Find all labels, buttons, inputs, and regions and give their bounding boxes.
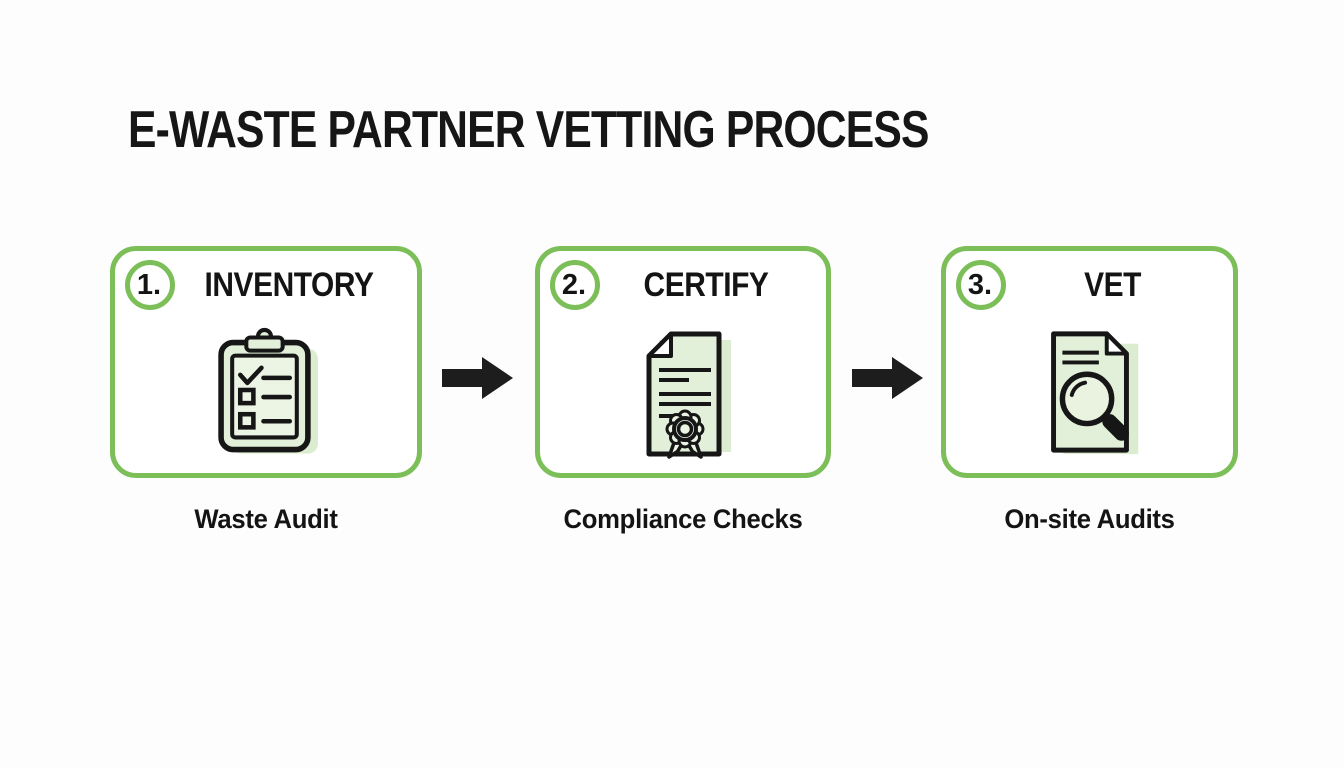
step-card-vet: 3. VET — [941, 246, 1238, 478]
step-1-number-badge: 1. — [125, 260, 175, 310]
page-title: E-WASTE PARTNER VETTING PROCESS — [128, 101, 929, 159]
step-3-header: 3. VET — [946, 251, 1233, 310]
step-card-certify: 2. CERTIFY — [535, 246, 831, 478]
step-1-header: 1. INVENTORY — [115, 251, 417, 310]
step-3-caption: On-site Audits — [1004, 504, 1175, 534]
step-2-title: CERTIFY — [643, 265, 769, 304]
clipboard-checklist-icon — [115, 326, 417, 456]
step-2-caption: Compliance Checks — [563, 504, 803, 534]
right-arrow-icon — [852, 356, 924, 400]
right-arrow-icon — [442, 356, 514, 400]
step-card-inventory: 1. INVENTORY — [110, 246, 422, 478]
step-2-number-badge: 2. — [550, 260, 600, 310]
certificate-award-icon — [540, 326, 826, 460]
step-1-caption: Waste Audit — [194, 504, 338, 534]
step-3-number-badge: 3. — [956, 260, 1006, 310]
step-2-header: 2. CERTIFY — [540, 251, 826, 310]
step-3-title: VET — [1084, 265, 1141, 304]
step-1-title: INVENTORY — [204, 265, 374, 304]
document-magnifier-icon — [946, 326, 1233, 458]
